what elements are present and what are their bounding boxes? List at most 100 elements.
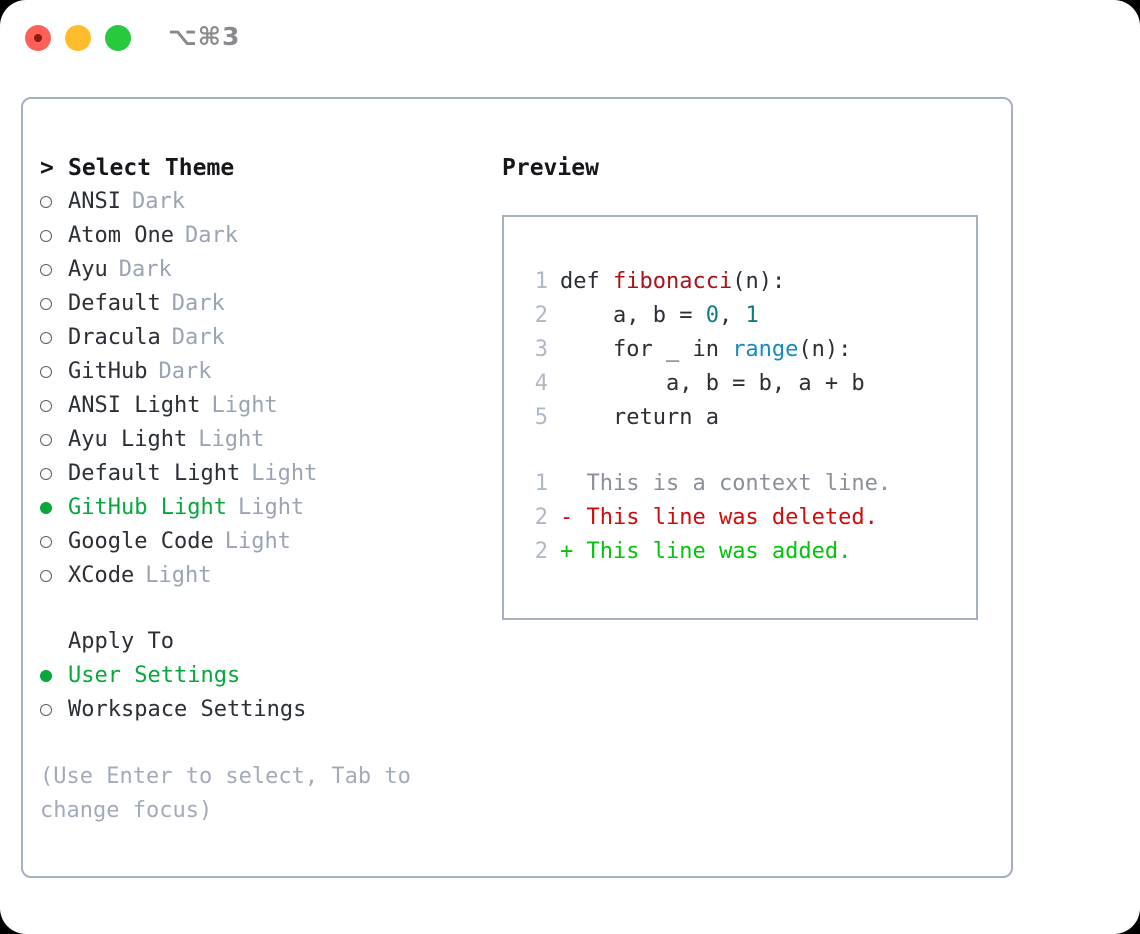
theme-option-ayu[interactable]: Ayu Dark — [40, 253, 510, 287]
theme-option-label: XCode — [68, 563, 135, 588]
code-token-num: 0 — [705, 303, 719, 328]
apply-to-option-label: Workspace Settings — [68, 697, 307, 722]
radio-unselected-icon — [40, 366, 68, 378]
apply-to-option-user-settings[interactable]: User Settings — [40, 659, 510, 693]
code-line-content: for _ in range(n): — [560, 333, 851, 367]
code-token-plain: for _ in — [560, 337, 733, 362]
code-line-number: 1 — [534, 269, 548, 294]
radio-unselected-icon — [40, 230, 68, 242]
theme-option-label: Dracula — [68, 325, 161, 350]
preview-title: Preview — [502, 155, 599, 181]
code-token-plain: , — [718, 303, 746, 328]
apply-to-option-label: User Settings — [68, 663, 241, 688]
code-line: 2 a, b = 0, 1 — [518, 299, 865, 333]
maximize-window-icon[interactable] — [105, 25, 131, 51]
theme-option-variant-tag: Light — [224, 529, 291, 554]
theme-option-variant-tag: Light — [211, 393, 278, 418]
theme-option-label: Ayu — [68, 257, 108, 282]
theme-option-xcode[interactable]: XCode Light — [40, 559, 510, 593]
diff-marker: + — [560, 539, 574, 564]
traffic-light-group — [25, 25, 131, 51]
code-line-number: 4 — [534, 371, 548, 396]
theme-option-google-code[interactable]: Google Code Light — [40, 525, 510, 559]
theme-option-ansi[interactable]: ANSI Dark — [40, 185, 510, 219]
code-line-content: a, b = 0, 1 — [560, 299, 759, 333]
theme-option-variant-tag: Dark — [158, 359, 212, 384]
diff-line-number: 2 — [534, 505, 548, 530]
theme-option-variant-tag: Light — [251, 461, 318, 486]
radio-unselected-icon — [40, 196, 68, 208]
radio-unselected-icon — [40, 570, 68, 582]
theme-option-github[interactable]: GitHub Dark — [40, 355, 510, 389]
code-line-content: def fibonacci(n): — [560, 265, 785, 299]
code-token-fn: fibonacci — [612, 269, 733, 294]
diff-line-text: This line was deleted. — [573, 505, 878, 530]
diff-line: 2+ This line was added. — [518, 535, 891, 569]
code-line-number: 2 — [534, 303, 548, 328]
title-bar: ⌥⌘3 — [0, 0, 1140, 76]
diff-line-number: 1 — [534, 471, 548, 496]
radio-unselected-icon — [40, 298, 68, 310]
diff-line: 1 This is a context line. — [518, 467, 891, 501]
code-line-number: 3 — [534, 337, 548, 362]
diff-line-text: This line was added. — [573, 539, 852, 564]
radio-unselected-icon — [40, 332, 68, 344]
caret-icon: > — [40, 155, 54, 181]
radio-unselected-icon — [40, 264, 68, 276]
theme-option-label: Atom One — [68, 223, 174, 248]
close-window-icon[interactable] — [25, 25, 51, 51]
code-token-call: range — [732, 337, 799, 362]
code-line: 5 return a — [518, 401, 865, 435]
radio-unselected-icon — [40, 468, 68, 480]
radio-selected-icon — [40, 670, 68, 682]
minimize-window-icon[interactable] — [65, 25, 91, 51]
diff-sample: 1 This is a context line. 2- This line wa… — [518, 467, 891, 569]
diff-marker: - — [560, 505, 574, 530]
theme-option-variant-tag: Dark — [118, 257, 172, 282]
theme-option-label: Default Light — [68, 461, 241, 486]
theme-option-label: Default — [68, 291, 161, 316]
radio-unselected-icon — [40, 704, 68, 716]
code-token-plain: a, b = — [560, 303, 706, 328]
radio-unselected-icon — [40, 536, 68, 548]
diff-line-text: This is a context line. — [573, 471, 892, 496]
code-token-plain: def — [560, 269, 613, 294]
code-token-plain: a, b = b, a + b — [560, 371, 865, 396]
theme-option-label: ANSI — [68, 189, 121, 214]
theme-option-variant-tag: Dark — [131, 189, 185, 214]
theme-option-label: GitHub — [68, 359, 148, 384]
code-token-plain: return a — [560, 405, 719, 430]
theme-option-label: Ayu Light — [68, 427, 188, 452]
theme-option-variant-tag: Light — [237, 495, 305, 520]
theme-option-default-light[interactable]: Default Light Light — [40, 457, 510, 491]
code-token-plain: (n): — [732, 269, 786, 294]
page-title: Select Theme — [68, 155, 235, 181]
code-token-num: 1 — [745, 303, 759, 328]
code-line: 1 def fibonacci(n): — [518, 265, 865, 299]
code-line-number: 5 — [534, 405, 548, 430]
code-token-plain: (n): — [798, 337, 852, 362]
theme-option-label: ANSI Light — [68, 393, 201, 418]
code-line: 3 for _ in range(n): — [518, 333, 865, 367]
radio-unselected-icon — [40, 434, 68, 446]
theme-option-variant-tag: Light — [145, 563, 212, 588]
code-line-content: return a — [560, 401, 719, 435]
radio-selected-icon — [40, 502, 68, 514]
theme-option-label: Google Code — [68, 529, 214, 554]
code-line: 4 a, b = b, a + b — [518, 367, 865, 401]
theme-option-ansi-light[interactable]: ANSI Light Light — [40, 389, 510, 423]
code-line-content: a, b = b, a + b — [560, 367, 865, 401]
apply-to-title: Apply To — [68, 629, 174, 654]
apply-to-option-workspace-settings[interactable]: Workspace Settings — [40, 693, 510, 727]
